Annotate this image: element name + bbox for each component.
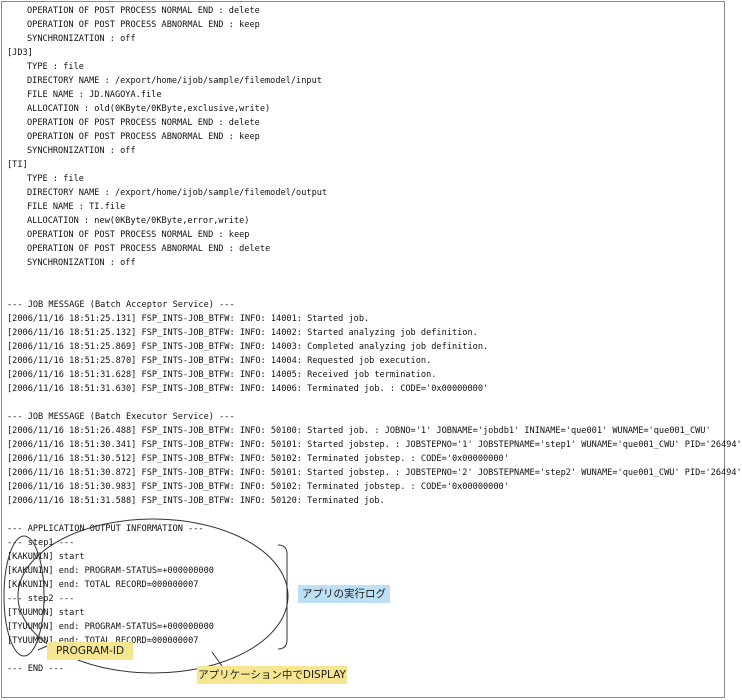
job-log-text: OPERATION OF POST PROCESS NORMAL END : d…: [7, 4, 742, 676]
log-line: OPERATION OF POST PROCESS ABNORMAL END :…: [27, 132, 260, 142]
log-line: [7, 270, 724, 284]
log-line: [2006/11/16 18:51:25.870] FSP_INTS-JOB_B…: [7, 356, 432, 366]
log-line: FILE NAME : TI.file: [27, 202, 126, 212]
log-line: [2006/11/16 18:51:30.341] FSP_INTS-JOB_B…: [7, 440, 742, 450]
log-line: [2006/11/16 18:51:25.131] FSP_INTS-JOB_B…: [7, 314, 370, 324]
display-in-app-callout: アプリケーション中でDISPLAY: [197, 666, 347, 684]
log-line: [TYUUMON] start: [7, 608, 85, 618]
log-line: FILE NAME : JD.NAGOYA.file: [27, 90, 162, 100]
log-line: OPERATION OF POST PROCESS NORMAL END : d…: [27, 6, 260, 16]
log-line: --- END ---: [7, 664, 64, 674]
log-line: TYPE : file: [27, 62, 84, 72]
log-line: [2006/11/16 18:51:25.869] FSP_INTS-JOB_B…: [7, 342, 489, 352]
log-line: [2006/11/16 18:51:26.488] FSP_INTS-JOB_B…: [7, 426, 711, 436]
log-line: OPERATION OF POST PROCESS NORMAL END : d…: [27, 118, 260, 128]
log-line: --- JOB MESSAGE (Batch Executor Service)…: [7, 412, 235, 422]
log-line: --- step1 ---: [7, 538, 75, 548]
log-line: TYPE : file: [27, 174, 84, 184]
log-line: DIRECTORY NAME : /export/home/ijob/sampl…: [27, 188, 328, 198]
log-line: SYNCHRONIZATION : off: [27, 258, 136, 268]
log-line: [7, 508, 724, 522]
log-line: [2006/11/16 18:51:25.132] FSP_INTS-JOB_B…: [7, 328, 478, 338]
log-line: ALLOCATION : old(0KByte/0KByte,exclusive…: [27, 104, 271, 114]
app-log-callout: アプリの実行ログ: [298, 585, 390, 603]
log-line: [KAKUNIN] start: [7, 552, 85, 562]
log-line: [2006/11/16 18:51:31.628] FSP_INTS-JOB_B…: [7, 370, 437, 380]
log-line: [2006/11/16 18:51:30.983] FSP_INTS-JOB_B…: [7, 482, 509, 492]
log-line: OPERATION OF POST PROCESS ABNORMAL END :…: [27, 244, 271, 254]
log-line: [2006/11/16 18:51:31.630] FSP_INTS-JOB_B…: [7, 384, 489, 394]
log-line: SYNCHRONIZATION : off: [27, 34, 136, 44]
log-line: [2006/11/16 18:51:31.588] FSP_INTS-JOB_B…: [7, 496, 385, 506]
log-line: DIRECTORY NAME : /export/home/ijob/sampl…: [27, 76, 322, 86]
log-line: --- JOB MESSAGE (Batch Acceptor Service)…: [7, 300, 235, 310]
log-line: [KAKUNIN] end: PROGRAM-STATUS=+000000000: [7, 566, 214, 576]
log-line: --- APPLICATION OUTPUT INFORMATION ---: [7, 524, 204, 534]
log-line: SYNCHRONIZATION : off: [27, 146, 136, 156]
log-line: [JD3]: [7, 48, 33, 58]
log-line: OPERATION OF POST PROCESS ABNORMAL END :…: [27, 20, 260, 30]
log-line: [TYUUMON] end: PROGRAM-STATUS=+000000000: [7, 622, 214, 632]
log-line: [7, 284, 724, 298]
log-line: [TI]: [7, 160, 28, 170]
log-line: OPERATION OF POST PROCESS NORMAL END : k…: [27, 230, 250, 240]
log-line: [2006/11/16 18:51:30.872] FSP_INTS-JOB_B…: [7, 468, 742, 478]
log-line: [7, 396, 724, 410]
log-line: ALLOCATION : new(0KByte/0KByte,error,wri…: [27, 216, 250, 226]
program-id-callout: PROGRAM-ID: [47, 642, 133, 660]
log-line: [2006/11/16 18:51:30.512] FSP_INTS-JOB_B…: [7, 454, 509, 464]
